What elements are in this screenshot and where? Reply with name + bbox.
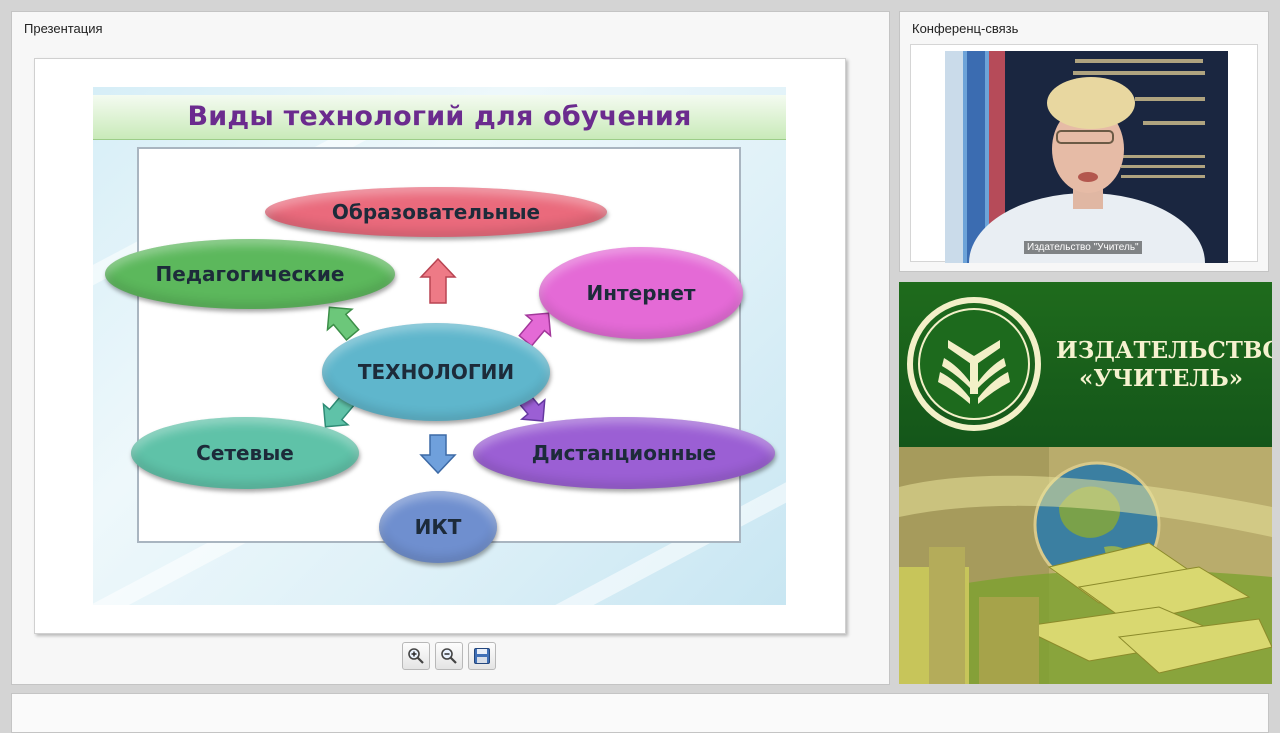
banner-books-image <box>899 447 1272 684</box>
participant-caption: Издательство "Учитель" <box>1024 241 1142 254</box>
node-educational: Образовательные <box>265 187 607 237</box>
books-globe-image <box>899 447 1272 684</box>
node-network: Сетевые <box>131 417 359 489</box>
presentation-panel-title: Презентация <box>24 21 103 36</box>
node-ict: ИКТ <box>379 491 497 563</box>
slide-title-bar: Виды технологий для обучения <box>93 95 786 140</box>
participant-video[interactable]: Издательство "Учитель" <box>945 51 1228 263</box>
zoom-in-button[interactable] <box>402 642 430 670</box>
arrow-up-icon <box>419 257 457 304</box>
zoom-out-icon <box>441 648 457 664</box>
participant-video-frame <box>945 51 1228 263</box>
node-internet: Интернет <box>539 247 743 339</box>
publisher-logo-icon <box>907 297 1041 431</box>
zoom-out-button[interactable] <box>435 642 463 670</box>
conference-panel: Конференц-связь <box>899 11 1269 272</box>
publisher-banner[interactable]: ИЗДАТЕЛЬСТВО «УЧИТЕЛЬ» <box>899 282 1272 684</box>
arrow-up-left-icon <box>326 306 360 341</box>
save-icon <box>474 648 490 664</box>
presentation-slide: Виды технологий для обучения <box>93 87 786 605</box>
publisher-name-line2: «УЧИТЕЛЬ» <box>1078 365 1244 392</box>
publisher-name: ИЗДАТЕЛЬСТВО «УЧИТЕЛЬ» <box>1056 337 1272 393</box>
node-pedagogical: Педагогические <box>105 239 395 309</box>
banner-top: ИЗДАТЕЛЬСТВО «УЧИТЕЛЬ» <box>899 282 1272 447</box>
zoom-in-icon <box>408 648 424 664</box>
bottom-panel <box>11 693 1269 733</box>
slide-heading: Виды технологий для обучения <box>187 101 692 132</box>
conference-panel-title: Конференц-связь <box>912 21 1019 36</box>
save-button[interactable] <box>468 642 496 670</box>
video-container: Издательство "Учитель" <box>910 44 1258 263</box>
node-distance: Дистанционные <box>473 417 775 489</box>
arrow-down-icon <box>419 434 457 475</box>
publisher-name-line1: ИЗДАТЕЛЬСТВО <box>1056 337 1272 364</box>
presentation-panel: Презентация Виды технологий для обучения <box>11 11 890 685</box>
slide-frame: Виды технологий для обучения <box>34 58 846 634</box>
node-center-technologies: ТЕХНОЛОГИИ <box>322 323 550 421</box>
